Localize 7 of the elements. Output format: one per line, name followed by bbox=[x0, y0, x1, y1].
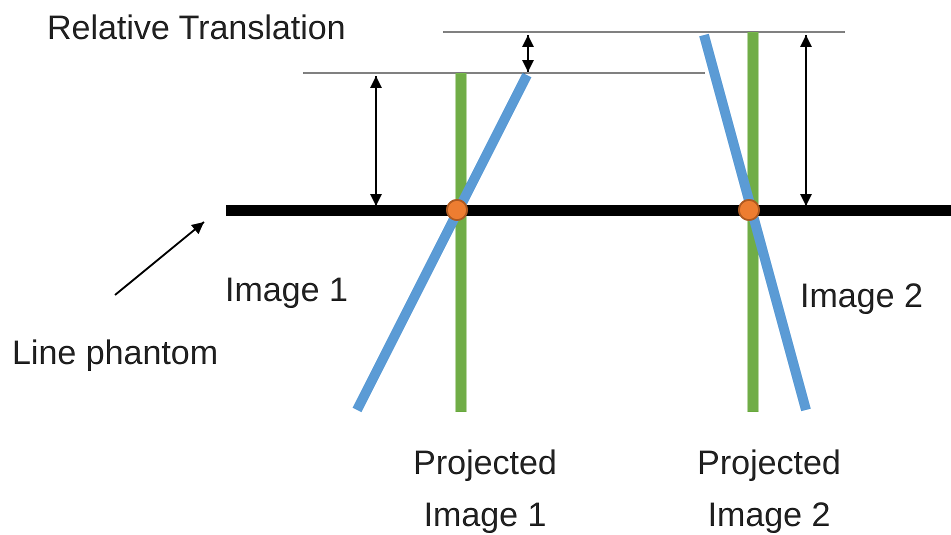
leader-arrow bbox=[114, 221, 205, 296]
text-label: Image 2 bbox=[800, 276, 923, 316]
part-label: Line phantom bbox=[12, 333, 218, 373]
text-label: Projected Image 1 bbox=[412, 443, 558, 535]
text-label: Image 1 bbox=[225, 270, 348, 310]
text-label: Relative Translation bbox=[47, 8, 346, 48]
text-label: Projected Image 2 bbox=[696, 443, 842, 535]
